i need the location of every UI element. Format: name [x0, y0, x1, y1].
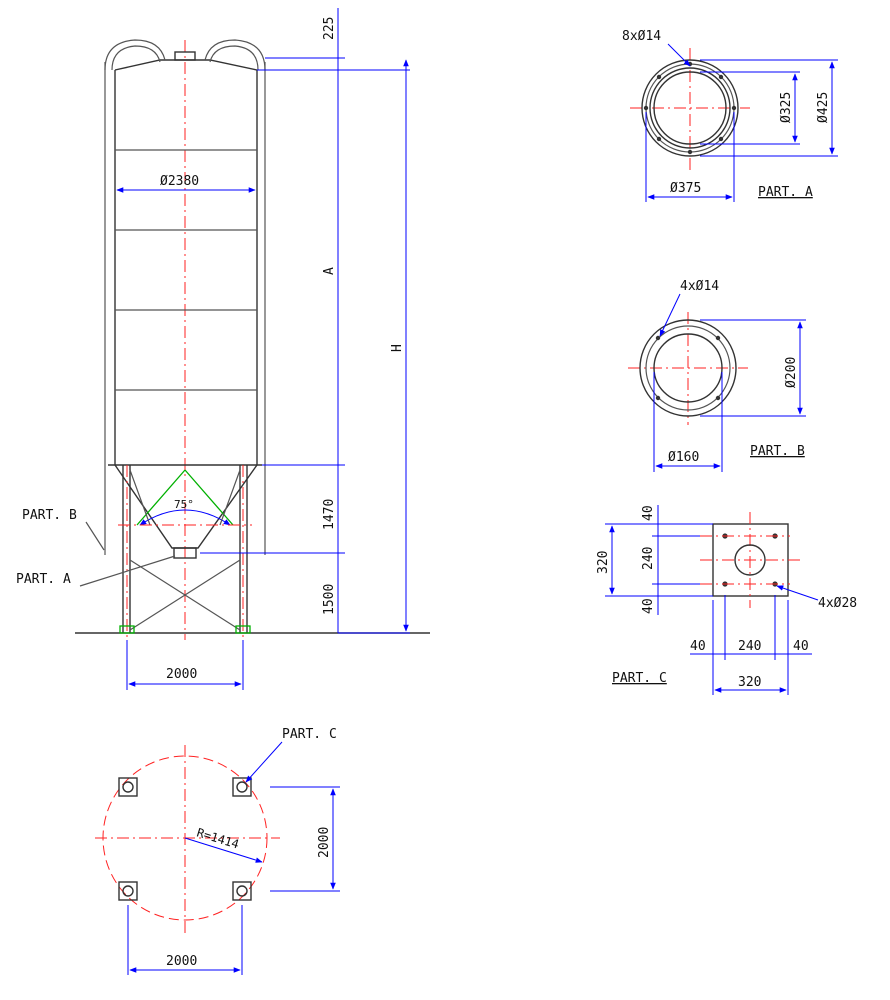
- detail-c-leg-section: [734, 544, 766, 576]
- detail-c-40-right-label: 40: [793, 639, 809, 654]
- detail-a-title: PART. A: [758, 185, 813, 200]
- detail-a-375-label: Ø375: [670, 181, 701, 196]
- ladder-arch-right-inner: [209, 45, 259, 71]
- hole: [687, 149, 693, 155]
- detail-c-320h-label: 320: [738, 675, 761, 690]
- dim-1500-label: 1500: [322, 584, 337, 615]
- plan-radius-line: [184, 837, 263, 863]
- hole: [718, 74, 724, 80]
- detail-b-bore: [653, 333, 723, 403]
- detail-b-bolt-circle: [645, 325, 731, 411]
- detail-a-325-label: Ø325: [779, 92, 794, 123]
- hole: [715, 395, 721, 401]
- dim-legs-label: 2000: [166, 667, 197, 682]
- plan-leg-br: [236, 885, 248, 897]
- plan-leg-bl: [122, 885, 134, 897]
- detail-c-holes-label: 4xØ28: [818, 596, 857, 611]
- detail-b-title: PART. B: [750, 444, 805, 459]
- detail-b: 4xØ14 Ø200 Ø160 PART. B: [628, 279, 806, 472]
- detail-c-40-bot-label: 40: [641, 598, 656, 614]
- plan-pad-tr: [232, 777, 252, 797]
- plan-pad-br: [232, 881, 252, 901]
- hole: [656, 74, 662, 80]
- part-a-label: PART. A: [16, 572, 71, 587]
- base-pad-left: [119, 625, 135, 634]
- dim-h-label: H: [390, 344, 405, 352]
- detail-c-title: PART. C: [612, 671, 667, 686]
- hole: [655, 335, 661, 341]
- plan-part-c-label: PART. C: [282, 727, 337, 742]
- dim-2380-label: Ø2380: [160, 174, 199, 189]
- angle-leg-left: [136, 469, 186, 526]
- plan-leg-pads: [118, 777, 252, 901]
- ladder-arch-left-inner: [111, 45, 161, 71]
- hole: [643, 105, 649, 111]
- plan-pad-bl: [118, 881, 138, 901]
- hole: [715, 335, 721, 341]
- detail-b-holes-leader: [659, 293, 681, 337]
- angle-label: 75°: [174, 498, 194, 511]
- plan-leg-tl: [122, 781, 134, 793]
- detail-c-240h-label: 240: [738, 639, 761, 654]
- detail-a-holes-leader: [667, 43, 691, 67]
- ladder-arch-right: [204, 39, 266, 71]
- detail-a-holes-label: 8xØ14: [622, 29, 661, 44]
- hole: [656, 136, 662, 142]
- dim-225-label: 225: [322, 17, 337, 40]
- plan-h-label: 2000: [166, 954, 197, 969]
- plan-leg-tr: [236, 781, 248, 793]
- detail-a-bore: [653, 71, 727, 145]
- detail-c-320v-label: 320: [596, 551, 611, 574]
- plan-pad-tl: [118, 777, 138, 797]
- detail-c: 4xØ28 320 40 240 40 40 240 40 320 PART. …: [596, 505, 857, 695]
- brace-4: [129, 559, 241, 631]
- detail-c-holes-leader: [776, 585, 819, 601]
- plan-radius-label: R=1414: [195, 825, 241, 851]
- detail-b-200-label: Ø200: [784, 357, 799, 388]
- silo-roof: [114, 59, 258, 71]
- hopper-outlet: [173, 547, 197, 559]
- detail-b-holes: [655, 335, 721, 401]
- plan-v-label: 2000: [317, 827, 332, 858]
- part-b-leader: [85, 521, 105, 551]
- detail-c-40-left-label: 40: [690, 639, 706, 654]
- base-pad-right: [235, 625, 251, 634]
- dim-a-label: A: [322, 267, 337, 275]
- detail-a-holes: [643, 61, 737, 155]
- ladder-arch-left: [104, 39, 166, 71]
- brace-2: [219, 469, 241, 526]
- detail-c-240v-label: 240: [641, 547, 656, 570]
- part-b-label: PART. B: [22, 508, 77, 523]
- plan-view: R=1414 PART. C 2000 2000: [95, 727, 340, 975]
- hole: [655, 395, 661, 401]
- detail-a-flange-inner: [649, 67, 731, 149]
- detail-b-holes-label: 4xØ14: [680, 279, 719, 294]
- roof-manhole: [174, 51, 196, 61]
- hole: [718, 136, 724, 142]
- part-a-leader: [79, 555, 176, 587]
- plan-part-c-leader: [245, 741, 283, 783]
- detail-a: 8xØ14 Ø325 Ø425 Ø375 PART. A: [622, 29, 838, 202]
- dim-1470-label: 1470: [322, 499, 337, 530]
- angle-leg-right: [184, 469, 234, 526]
- detail-a-425-label: Ø425: [816, 92, 831, 123]
- brace-1: [129, 469, 151, 526]
- silo-elevation: Ø2380 225 A 1470 1500 H 2000 75° PART. B…: [16, 8, 430, 690]
- detail-b-flange-outer: [639, 319, 737, 417]
- hole: [731, 105, 737, 111]
- angle-arc: [139, 509, 231, 526]
- detail-b-160-label: Ø160: [668, 450, 699, 465]
- detail-c-40-top-label: 40: [641, 505, 656, 521]
